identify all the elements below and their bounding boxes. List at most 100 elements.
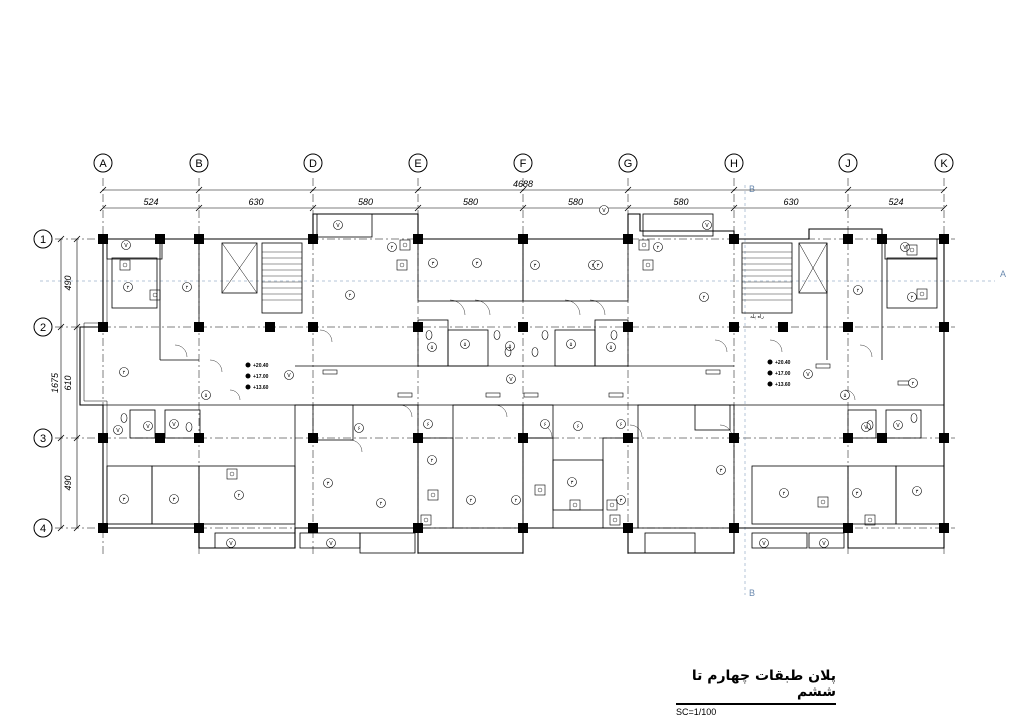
grid-label-row-2: 2 xyxy=(40,322,46,334)
dim-col-spacing-1: 630 xyxy=(248,197,263,207)
room-tag-label-19: V xyxy=(287,373,291,379)
fixture-basin-10 xyxy=(572,502,578,508)
walls: راه پله xyxy=(79,213,945,554)
room-tag-11 xyxy=(345,290,355,300)
column-41 xyxy=(877,234,887,244)
east-kitchen xyxy=(886,257,938,309)
fixture-sink-13 xyxy=(226,468,238,480)
level-right-0: +20.40 xyxy=(775,360,791,366)
fixture-basin-12 xyxy=(820,499,826,505)
drawing-title: پلان طبقات چهارم تا ششم xyxy=(691,668,836,700)
room-tag-48 xyxy=(566,339,576,349)
level-marker-left-0 xyxy=(245,362,251,368)
column-36 xyxy=(155,234,165,244)
room-tag-label-9: ٢ xyxy=(127,285,130,291)
dim-tick-row-3 xyxy=(57,524,65,532)
room-tag-label-45: ٣ xyxy=(597,263,600,269)
column-20 xyxy=(308,433,318,443)
dim-tick-top-6 xyxy=(730,204,738,212)
room-tag-label-29: ٣ xyxy=(173,497,176,503)
south-shaft-2 xyxy=(522,404,554,439)
room-tag-20 xyxy=(506,374,516,384)
fixture-sink-11 xyxy=(606,499,618,511)
title-underline xyxy=(676,703,836,705)
fixture-toilet-0 xyxy=(425,330,433,340)
column-31 xyxy=(518,523,528,533)
dim-col-spacing-7: 524 xyxy=(888,197,903,207)
room-tag-label-47: ۵ xyxy=(509,344,512,350)
room-tag-27 xyxy=(893,420,903,430)
column-18 xyxy=(98,433,108,443)
room-tag-label-6: V xyxy=(762,541,766,547)
room-tag-label-48: ۵ xyxy=(570,342,573,348)
column-29 xyxy=(308,523,318,533)
fixture-basin-14 xyxy=(423,517,429,523)
room-tag-19 xyxy=(284,370,294,380)
room-tag-6 xyxy=(759,538,769,548)
room-tag-label-31: ٣ xyxy=(327,481,330,487)
lift-right-cross xyxy=(798,242,828,294)
door-swing-10 xyxy=(859,344,873,358)
grid-bubble-col-B xyxy=(189,153,209,173)
column-25 xyxy=(843,433,853,443)
west-bed-1 xyxy=(106,465,153,525)
dim-tick-overall-5 xyxy=(624,186,632,194)
door-swing-11 xyxy=(844,389,856,401)
room-tag-label-12: ٢ xyxy=(592,263,595,269)
south-room-1 xyxy=(294,404,419,529)
grid-label-col-A: A xyxy=(99,158,107,170)
column-4 xyxy=(518,234,528,244)
dim-tick-overall-7 xyxy=(844,186,852,194)
west-bath-1 xyxy=(129,409,156,439)
fixture-basin-0 xyxy=(122,262,128,268)
grid-bubble-col-E xyxy=(408,153,428,173)
column-38 xyxy=(413,322,423,332)
room-tag-label-3: V xyxy=(903,245,907,251)
level-left-1: +17.00 xyxy=(253,374,269,380)
dim-col-spacing-0: 524 xyxy=(143,197,158,207)
column-22 xyxy=(518,433,528,443)
room-tag-label-55: ۶ xyxy=(620,422,623,428)
room-tag-label-37: ٣ xyxy=(620,498,623,504)
room-tag-43 xyxy=(472,258,482,268)
column-26 xyxy=(939,433,949,443)
fixtures xyxy=(119,239,928,526)
room-tag-18 xyxy=(119,367,129,377)
fixture-basin-11 xyxy=(609,502,615,508)
dim-tick-overall-1 xyxy=(195,186,203,194)
level-marker-left-1 xyxy=(245,373,251,379)
room-tag-25 xyxy=(113,425,123,435)
balcony-s5 xyxy=(751,532,808,549)
fixture-basin-5 xyxy=(645,262,651,268)
south-room-3 xyxy=(452,404,524,529)
room-tag-15 xyxy=(907,292,917,302)
balcony-n1 xyxy=(316,213,373,238)
door-swing-8 xyxy=(714,339,728,353)
south-room-2 xyxy=(417,437,454,529)
door-swing-4 xyxy=(174,344,188,358)
north-room-1 xyxy=(417,238,524,302)
room-tag-0 xyxy=(121,240,131,250)
west-bath-2 xyxy=(164,409,201,439)
grid-bubble-col-F xyxy=(513,153,533,173)
grid-bubble-col-A xyxy=(93,153,113,173)
room-tag-30 xyxy=(234,490,244,500)
fixture-sink-3 xyxy=(396,259,408,271)
column-35 xyxy=(939,523,949,533)
room-tag-label-33: ٢ xyxy=(431,458,434,464)
balcony-s6 xyxy=(808,532,845,549)
room-tag-53 xyxy=(354,423,364,433)
dim-tick-top-8 xyxy=(940,204,948,212)
grid-label-col-K: K xyxy=(940,158,948,170)
room-tag-label-18: ٢ xyxy=(123,370,126,376)
window-5 xyxy=(705,369,721,375)
column-43 xyxy=(877,433,887,443)
room-tag-label-49: ۵ xyxy=(610,345,613,351)
door-swing-13 xyxy=(494,404,508,418)
dim-tick-overall-4 xyxy=(519,186,527,194)
fixture-sink-2 xyxy=(399,239,411,251)
dim-row-spacing-2: 490 xyxy=(63,475,73,490)
title-block: پلان طبقات چهارم تا ششم SC=1/100 xyxy=(676,668,836,717)
room-tag-33 xyxy=(427,455,437,465)
room-tag-label-41: ٣ xyxy=(916,489,919,495)
